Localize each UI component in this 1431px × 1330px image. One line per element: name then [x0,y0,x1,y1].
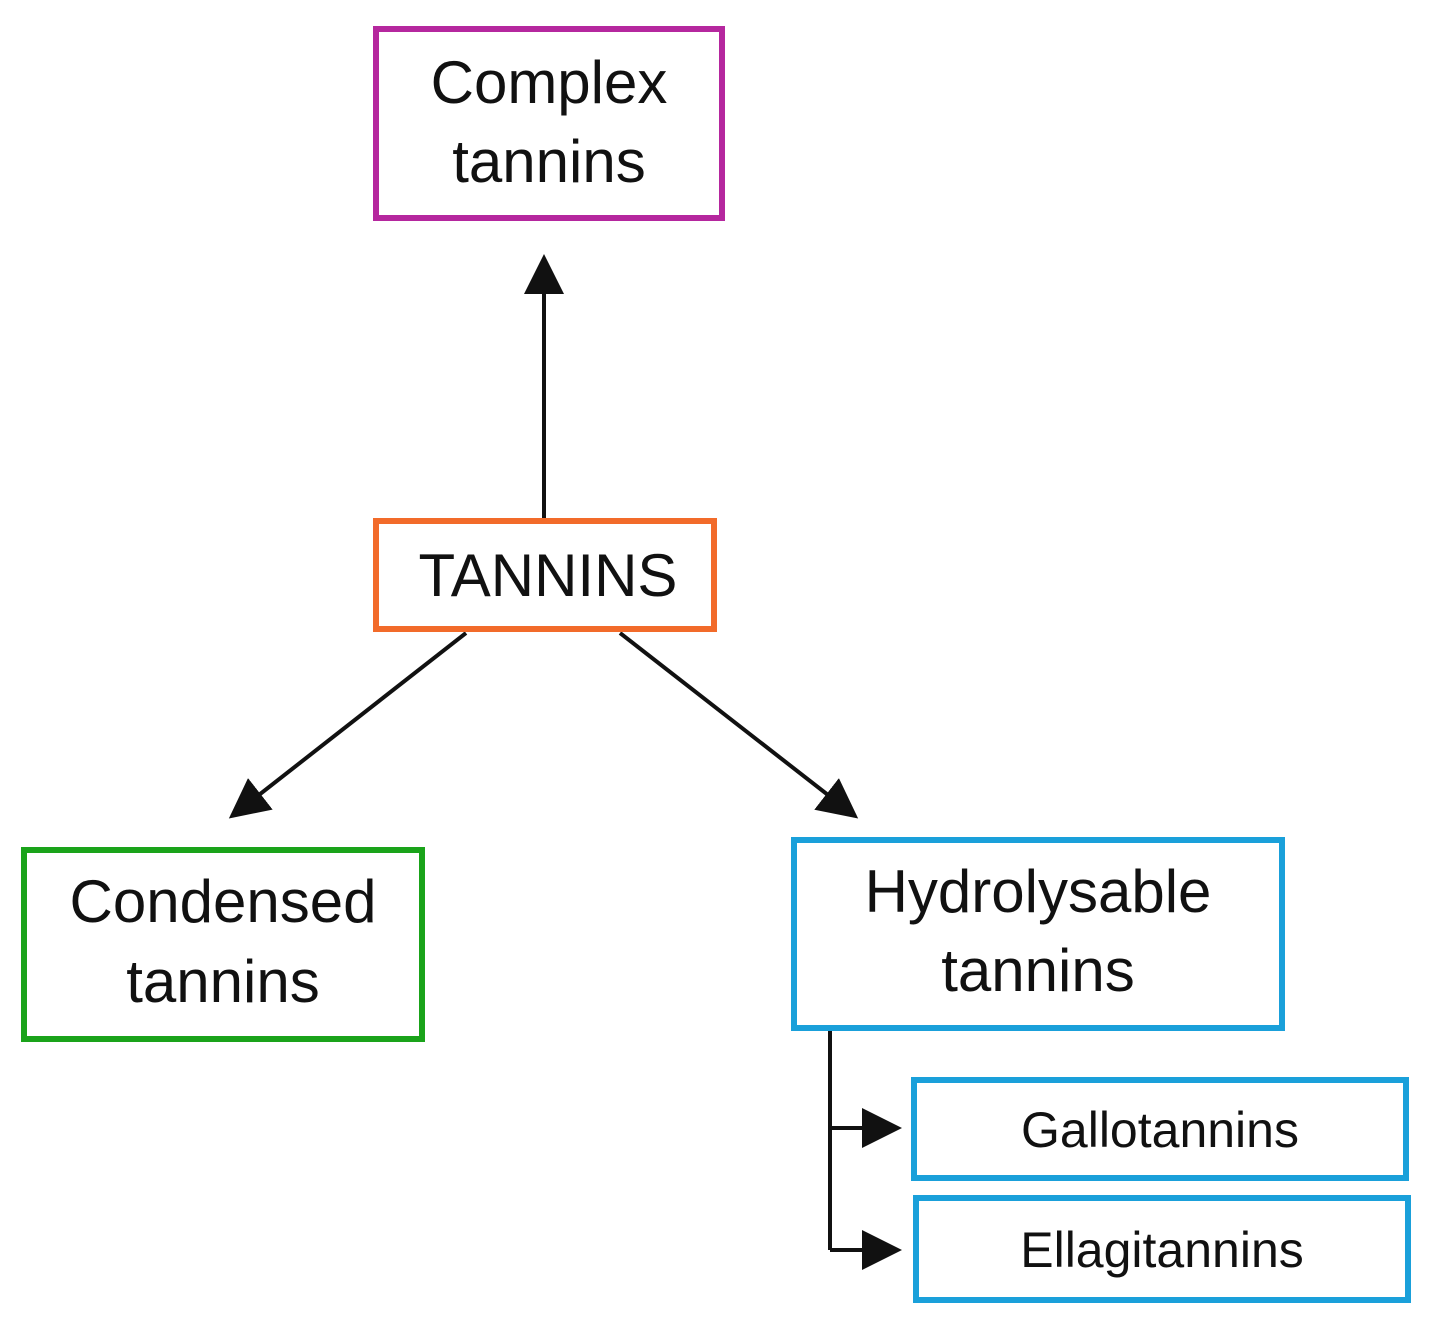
node-tannins: TANNINS [373,518,717,632]
node-hydrolysable-tannins-box [791,837,1285,1031]
node-condensed-tannins-line1: Condensed [70,868,377,935]
node-ellagitannins: Ellagitannins [913,1195,1411,1303]
node-complex-tannins-line1: Complex [431,49,668,116]
edge-tannins-to-condensed [228,631,468,819]
node-gallotannins-label: Gallotannins [1021,1102,1299,1158]
node-complex-tannins-box [373,26,725,221]
node-hydrolysable-tannins: Hydrolysable tannins [791,837,1285,1031]
node-tannins-box [373,518,717,632]
node-hydrolysable-tannins-line1: Hydrolysable [865,858,1212,925]
node-ellagitannins-box [913,1195,1411,1303]
node-complex-tannins: Complex tannins [373,26,725,221]
node-ellagitannins-label: Ellagitannins [1020,1222,1304,1278]
node-hydrolysable-tannins-line2: tannins [941,937,1134,1004]
node-condensed-tannins-line2: tannins [126,948,319,1015]
node-condensed-tannins-box [21,847,425,1042]
node-gallotannins: Gallotannins [911,1077,1409,1181]
edge-tannins-to-hydrolysable [618,631,859,819]
node-gallotannins-box [911,1077,1409,1181]
edges [228,254,902,1270]
node-complex-tannins-line2: tannins [452,128,645,195]
node-condensed-tannins: Condensed tannins [21,847,425,1042]
node-tannins-label: TANNINS [419,542,678,609]
